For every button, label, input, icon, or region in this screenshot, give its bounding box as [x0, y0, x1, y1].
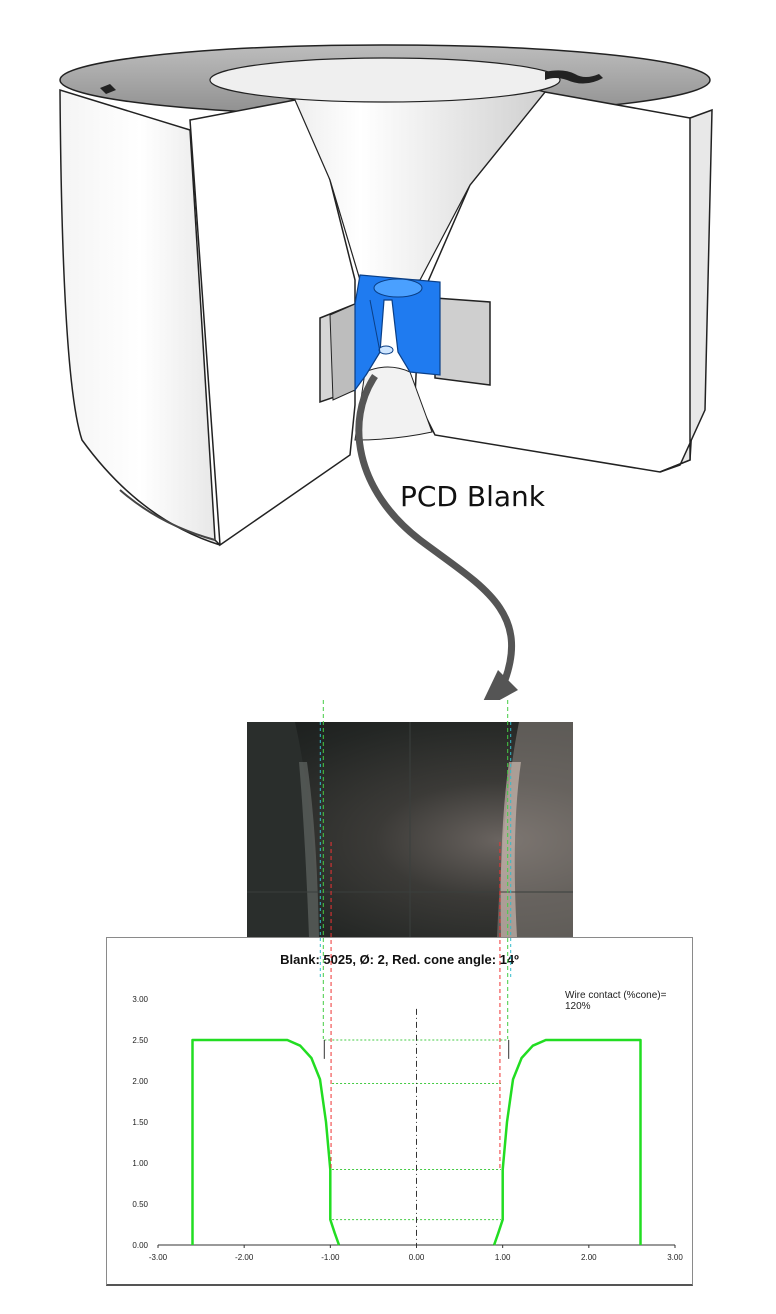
profile-line: [492, 1038, 642, 1246]
y-tick-label: 2.50: [132, 1036, 148, 1045]
guide-lines: [323, 1008, 510, 1245]
y-tick-label: 2.00: [132, 1077, 148, 1086]
x-tick-label: 3.00: [667, 1253, 683, 1262]
x-tick-label: -2.00: [235, 1253, 254, 1262]
y-tick-label: 0.00: [132, 1241, 148, 1250]
profile-line: [191, 1038, 341, 1246]
pcd-blank-insert: [354, 274, 441, 392]
wire-contact-annotation: Wire contact (%cone)= 120%: [565, 990, 667, 1012]
pcd-blank-label: PCD Blank: [400, 480, 546, 513]
y-tick-label: 1.00: [132, 1159, 148, 1168]
profile-series: [191, 1038, 642, 1246]
die-body: [59, 44, 713, 547]
callout-arrow: [355, 374, 518, 700]
y-tick-label: 1.50: [132, 1118, 148, 1127]
x-tick-label: -3.00: [149, 1253, 168, 1262]
profile-plot: -3.00 -2.00 -1.00 0.00 1.00 2.00 3.00 0.00 0.50 1…: [106, 937, 693, 1286]
micrograph-overlay: [247, 722, 573, 937]
steel-casing-left: [319, 302, 356, 404]
rim-marking-icon: [100, 70, 603, 94]
x-tick-label: 2.00: [581, 1253, 597, 1262]
die-cutaway-illustration: [59, 44, 713, 700]
profile-plot-svg: -3.00 -2.00 -1.00 0.00 1.00 2.00 3.00 0.00 0.50 1…: [132, 995, 683, 1262]
x-tick-label: 1.00: [495, 1253, 511, 1262]
x-tick-label: 0.00: [409, 1253, 425, 1262]
y-tick-label: 3.00: [132, 995, 148, 1004]
plot-title: Blank: 5025, Ø: 2, Red. cone angle: 14º: [280, 952, 519, 967]
x-tick-label: -1.00: [321, 1253, 340, 1262]
y-tick-label: 0.50: [132, 1200, 148, 1209]
axes: -3.00 -2.00 -1.00 0.00 1.00 2.00 3.00 0.00 0.50 1…: [132, 995, 683, 1262]
steel-casing-right: [434, 297, 491, 386]
die-bore-micrograph: [247, 722, 573, 937]
